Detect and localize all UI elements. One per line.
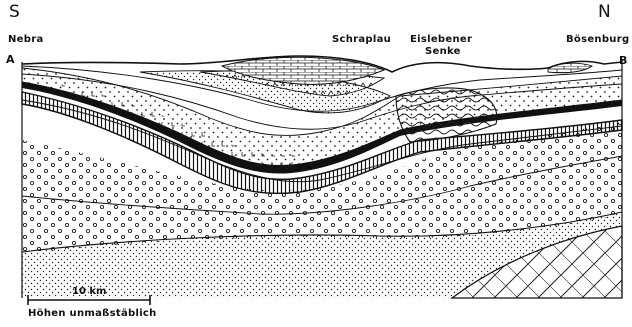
south-label: S: [9, 4, 20, 21]
place-eisleben: Eislebener: [410, 35, 472, 45]
place-schraplau: Schraplau: [332, 35, 391, 45]
section-end-a: A: [6, 54, 15, 65]
place-boesenburg: Bösenburg: [566, 35, 629, 45]
north-label: N: [598, 4, 611, 21]
layer-boesenburg-lens: [548, 63, 592, 73]
scale-bar-label: 10 km: [72, 287, 106, 297]
height-note: Höhen unmaßstäblich: [28, 309, 157, 319]
place-nebra: Nebra: [8, 35, 44, 45]
section-end-b: B: [619, 55, 627, 66]
place-senke: Senke: [425, 47, 461, 57]
